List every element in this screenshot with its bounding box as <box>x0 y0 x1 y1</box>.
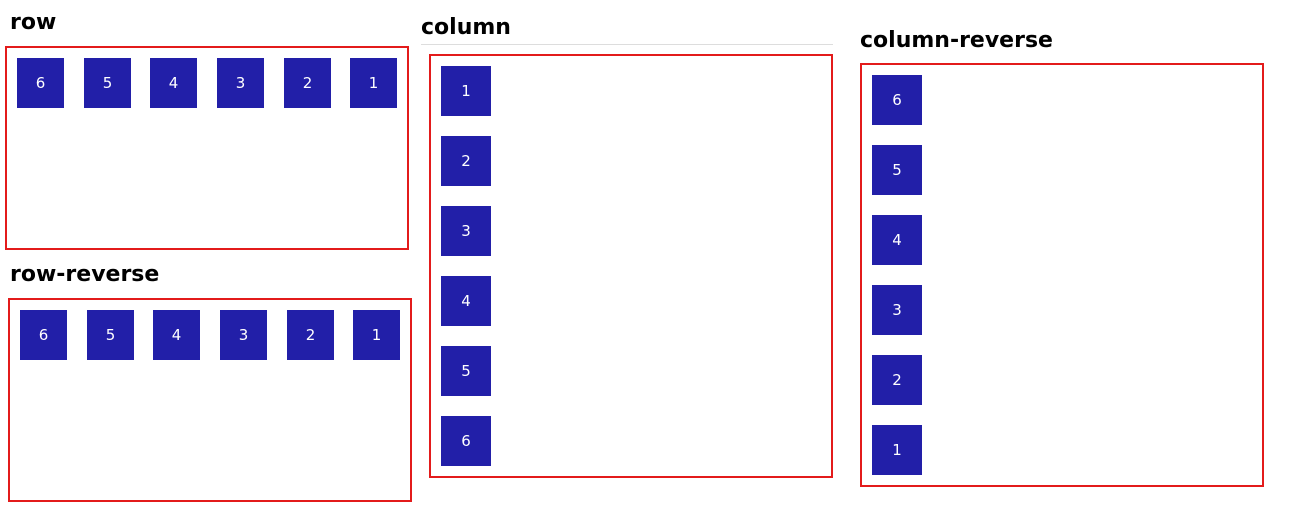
flex-item: 2 <box>284 58 331 108</box>
flex-item: 6 <box>441 416 491 466</box>
flex-item: 5 <box>87 310 134 360</box>
section-title-row: row <box>10 10 57 35</box>
flex-item: 3 <box>220 310 267 360</box>
flex-container-row-reverse: 6 5 4 3 2 1 <box>8 298 412 502</box>
flex-item: 1 <box>872 425 922 475</box>
flex-item: 2 <box>872 355 922 405</box>
flex-item: 4 <box>441 276 491 326</box>
flex-item: 5 <box>441 346 491 396</box>
flex-item: 4 <box>872 215 922 265</box>
section-title-column-reverse: column-reverse <box>860 28 1053 53</box>
heading-divider <box>421 44 833 45</box>
flex-item: 6 <box>872 75 922 125</box>
flex-item: 4 <box>150 58 197 108</box>
flex-item: 2 <box>441 136 491 186</box>
section-title-column: column <box>421 15 511 40</box>
section-title-row-reverse: row-reverse <box>10 262 160 287</box>
flex-item: 6 <box>20 310 67 360</box>
flex-item: 5 <box>84 58 131 108</box>
flex-item: 1 <box>350 58 397 108</box>
flex-container-row: 6 5 4 3 2 1 <box>5 46 409 250</box>
flex-item: 6 <box>17 58 64 108</box>
flex-item: 2 <box>287 310 334 360</box>
flex-item: 3 <box>441 206 491 256</box>
flex-item: 1 <box>441 66 491 116</box>
flex-item: 1 <box>353 310 400 360</box>
flex-item: 3 <box>217 58 264 108</box>
flex-item: 4 <box>153 310 200 360</box>
flex-container-column-reverse: 6 5 4 3 2 1 <box>860 63 1264 487</box>
flex-item: 3 <box>872 285 922 335</box>
flex-container-column: 1 2 3 4 5 6 <box>429 54 833 478</box>
flex-item: 5 <box>872 145 922 195</box>
